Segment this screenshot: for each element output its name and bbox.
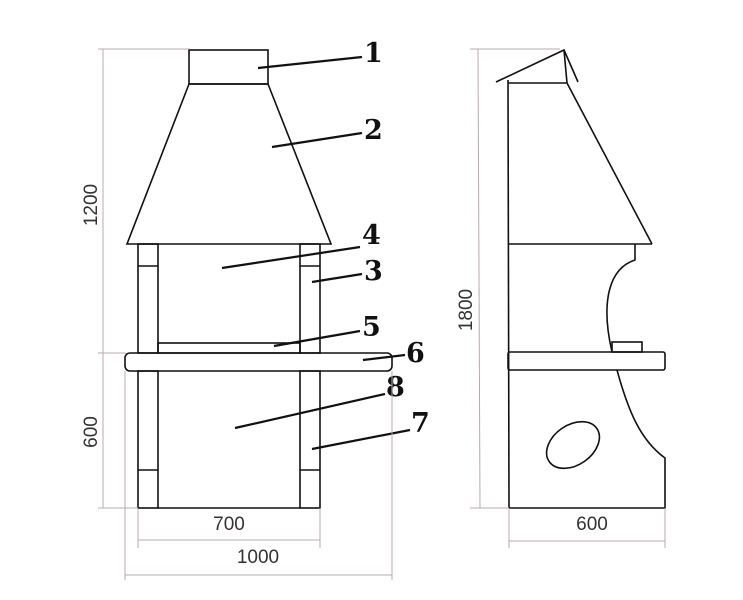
part-label-1: 1 — [364, 38, 383, 69]
part-label-6: 6 — [406, 338, 425, 369]
side-view: 1800 600 — [456, 48, 666, 548]
side-slab — [507, 351, 666, 371]
hood-slope — [566, 82, 653, 245]
dim-1200: 1200 — [81, 184, 102, 226]
chimney-cap — [188, 49, 269, 85]
upper-right-pillar — [299, 243, 321, 354]
side-grill — [611, 341, 643, 353]
side-base — [509, 369, 666, 509]
part-label-8: 8 — [386, 372, 405, 403]
side-vent-hole — [545, 420, 601, 470]
lower-right-pillar — [299, 370, 321, 509]
side-opening-curve — [606, 244, 636, 353]
dim-600-side: 600 — [576, 514, 608, 535]
countertop-slab — [124, 352, 393, 372]
upper-left-pillar — [137, 243, 159, 354]
hood — [125, 83, 333, 245]
part-label-3: 3 — [364, 256, 383, 287]
part-label-4: 4 — [362, 220, 381, 251]
part-label-2: 2 — [364, 115, 383, 146]
part-label-7: 7 — [411, 408, 430, 439]
dim-1000: 1000 — [237, 547, 279, 568]
dim-700: 700 — [213, 514, 245, 535]
part-label-5: 5 — [362, 312, 381, 343]
lower-left-pillar — [137, 370, 159, 509]
dim-1800: 1800 — [456, 289, 477, 331]
dim-600-front: 600 — [81, 416, 102, 448]
front-view: 1 2 3 4 5 6 7 8 1200 600 700 1000 — [81, 38, 430, 580]
